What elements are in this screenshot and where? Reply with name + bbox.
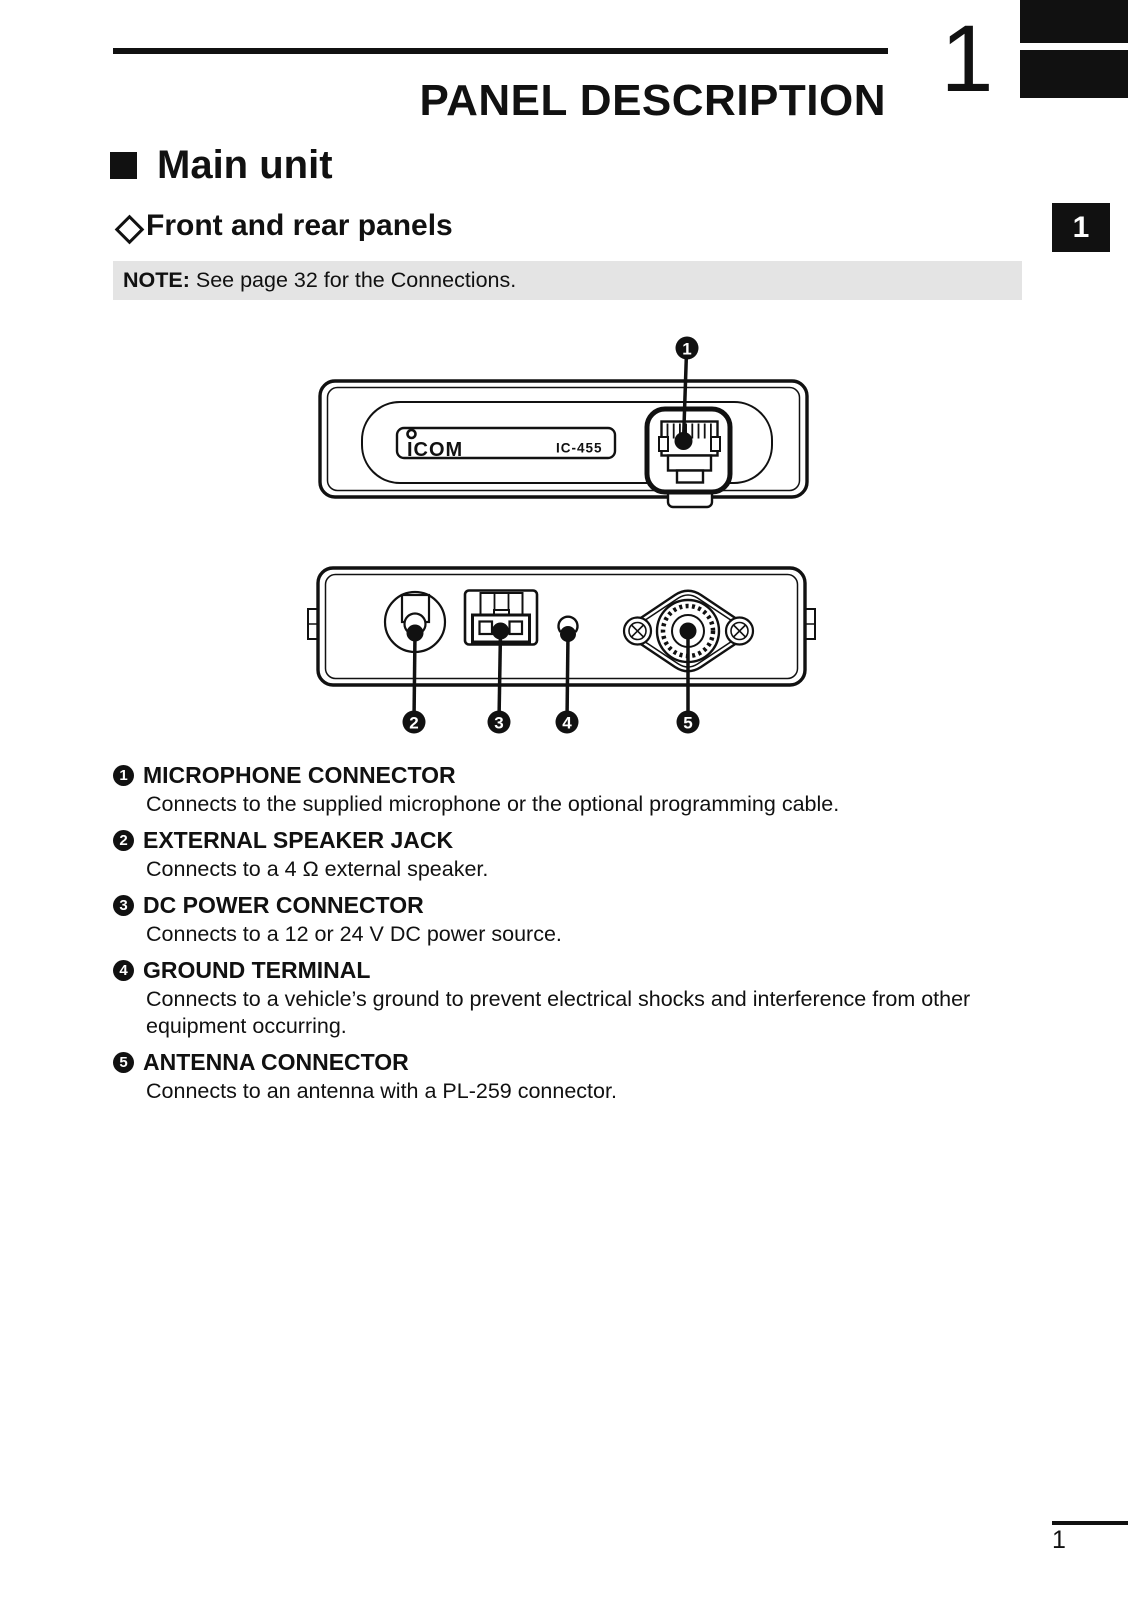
item-desc-4: Connects to a vehicle’s ground to preven… (146, 987, 971, 1038)
item-desc-5: Connects to an antenna with a PL-259 con… (146, 1079, 617, 1103)
brand-label-plate (395, 426, 617, 460)
item-bullet-1: 1 (113, 765, 134, 786)
item-title-4: GROUND TERMINAL (143, 957, 371, 983)
callout-number-4: 4 (562, 714, 572, 733)
item-bullet-5: 5 (113, 1052, 134, 1073)
callout-number-3: 3 (494, 714, 503, 733)
header-rule (113, 48, 888, 54)
callout-number-2: 2 (409, 714, 418, 733)
callout-number-1: 1 (682, 340, 691, 359)
note-text: See page 32 for the Connections. (189, 268, 517, 292)
header-black-block-top (1020, 0, 1128, 43)
mount-screw-left (622, 616, 653, 646)
item-title-2: EXTERNAL SPEAKER JACK (143, 827, 454, 853)
chapter-side-tab: 1 (1052, 203, 1110, 252)
callout-circle-4 (555, 710, 579, 734)
callout-circle-2 (402, 710, 426, 734)
icom-logo-ring (406, 428, 417, 440)
callout-circle-5 (676, 710, 700, 734)
callout-line-2 (412, 632, 417, 722)
chapter-number: 1 (940, 6, 994, 112)
item-desc-3: Connects to a 12 or 24 V DC power source… (146, 922, 562, 946)
header-black-block-bottom (1020, 50, 1128, 98)
model-label: IC-455 (556, 441, 603, 456)
item-title-3: DC POWER CONNECTOR (143, 892, 424, 918)
page-number: 1 (1052, 1526, 1066, 1554)
list-item: 1 MICROPHONE CONNECTOR Connects to the s… (113, 762, 1033, 818)
item-title-5: ANTENNA CONNECTOR (143, 1049, 409, 1075)
callout-line-4 (565, 633, 570, 722)
ground-terminal (557, 615, 579, 633)
callout-number-5: 5 (683, 714, 692, 733)
item-bullet-4: 4 (113, 960, 134, 981)
list-item: 4 GROUND TERMINAL Connects to a vehicle’… (113, 957, 1033, 1040)
connector-description-list: 1 MICROPHONE CONNECTOR Connects to the s… (113, 762, 1033, 1114)
callout-circle-3 (487, 710, 511, 734)
list-item: 2 EXTERNAL SPEAKER JACK Connects to a 4 … (113, 827, 1033, 883)
item-bullet-3: 3 (113, 895, 134, 916)
rear-chassis-outline (316, 566, 807, 687)
item-bullet-2: 2 (113, 830, 134, 851)
item-title-1: MICROPHONE CONNECTOR (143, 762, 456, 788)
callout-line-1 (681, 351, 689, 442)
front-chassis-outline (318, 379, 809, 499)
list-item: 5 ANTENNA CONNECTOR Connects to an anten… (113, 1049, 1033, 1105)
mount-screw-right (724, 616, 755, 646)
note-label: NOTE: (123, 268, 190, 292)
front-face-plate (361, 401, 773, 484)
brand-logo-text: ICOM (407, 439, 463, 461)
item-desc-2: Connects to a 4 Ω external speaker. (146, 857, 489, 881)
front-panel-diagram: 1 ICOM IC-455 (318, 336, 809, 509)
list-item: 3 DC POWER CONNECTOR Connects to a 12 or… (113, 892, 1033, 948)
sub-heading-diamond-marker (114, 214, 145, 245)
callout-circle-1 (675, 336, 699, 360)
main-heading: Main unit (157, 143, 333, 187)
main-heading-square-marker (110, 152, 137, 179)
rear-panel-diagram: 2 3 4 5 (307, 566, 816, 734)
callout-line-3 (497, 630, 503, 722)
page-title: PANEL DESCRIPTION (419, 76, 886, 125)
footer-rule (1052, 1521, 1128, 1525)
sub-heading: Front and rear panels (146, 209, 453, 242)
note-bar: NOTE: See page 32 for the Connections. (113, 261, 1022, 300)
item-desc-1: Connects to the supplied microphone or t… (146, 792, 840, 816)
